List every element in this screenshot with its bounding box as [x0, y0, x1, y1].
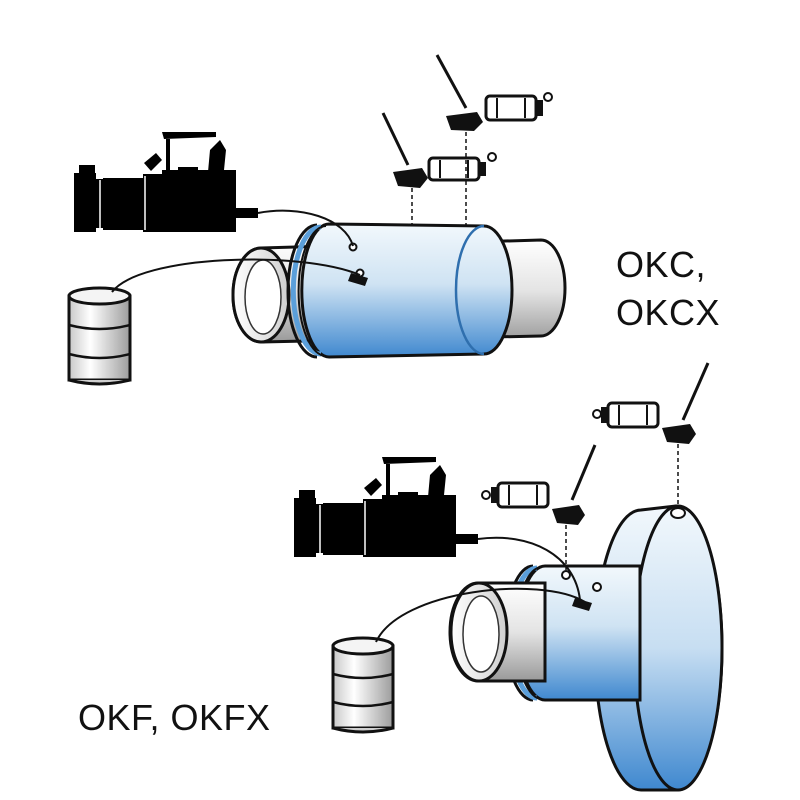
oil-hose — [257, 209, 354, 247]
hydraulic-pump-icon — [294, 457, 478, 557]
top-assembly — [67, 54, 567, 386]
coupling-type-label-okcx: OKCX — [616, 292, 721, 333]
oil-drum-icon — [331, 636, 395, 734]
coupling-type-label-okc: OKC, — [616, 244, 707, 285]
grease-gun-icon — [435, 54, 553, 226]
oil-hose — [477, 536, 581, 601]
grease-gun-icon — [481, 444, 597, 570]
oil-drum-icon — [67, 286, 132, 386]
grease-gun-icon — [592, 362, 710, 508]
cylindrical-sleeve-coupling-icon — [286, 222, 514, 359]
hydraulic-pump-icon — [74, 132, 258, 232]
drum-hose — [111, 258, 361, 293]
grease-gun-icon — [381, 112, 497, 224]
flange-hub-sleeve — [504, 564, 642, 702]
shaft-tube — [448, 581, 547, 683]
coupling-type-label-okf-okfx: OKF, OKFX — [78, 697, 271, 738]
drum-hose — [375, 587, 586, 643]
bottom-assembly — [294, 362, 724, 792]
